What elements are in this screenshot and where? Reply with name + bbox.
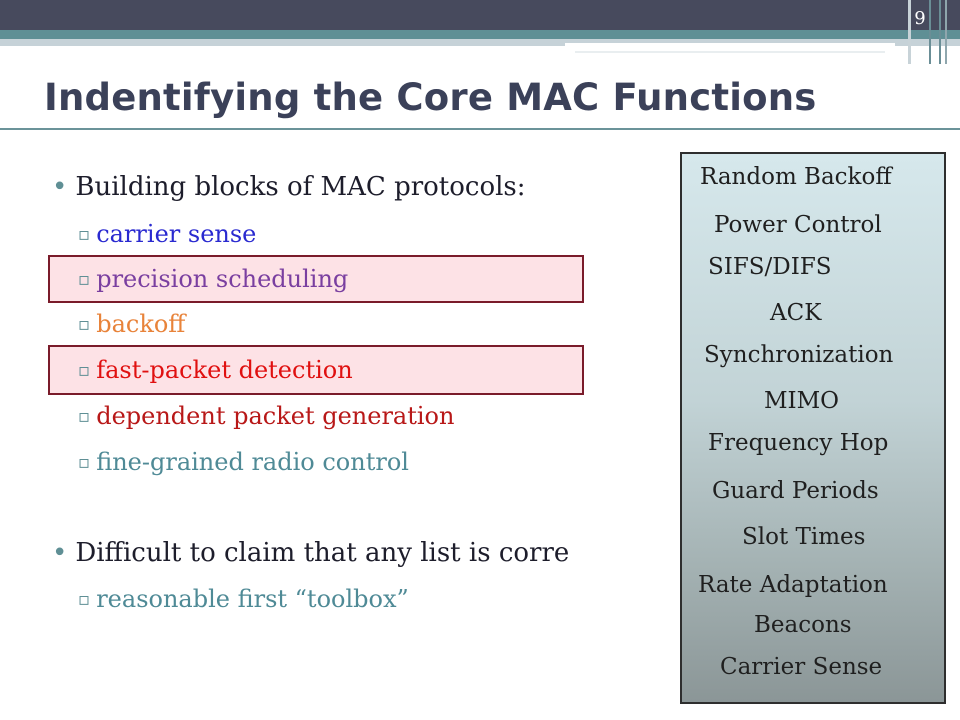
- header-vertical-line: [939, 0, 941, 64]
- panel-item-synchronization: Synchronization: [704, 342, 894, 368]
- sub-item-reasonable-first-toolbox: ▫reasonable first “toolbox”: [78, 585, 409, 613]
- bullet-item: •Difficult to claim that any list is cor…: [52, 538, 569, 568]
- sub-bullet-mark: ▫: [78, 452, 91, 473]
- sub-bullet-mark: ▫: [78, 589, 91, 610]
- panel-item-ack: ACK: [770, 300, 822, 326]
- sub-item-fine-grained-radio-control: ▫fine-grained radio control: [78, 448, 409, 476]
- sub-item-text: fast-packet detection: [96, 356, 353, 384]
- sub-bullet-mark: ▫: [78, 269, 91, 290]
- header-vertical-line: [929, 0, 931, 64]
- highlight-box-fast-packet-detection: [48, 345, 584, 395]
- panel-item-guard-periods: Guard Periods: [712, 478, 879, 504]
- sub-item-text: dependent packet generation: [96, 402, 455, 430]
- bullet-dot: •: [52, 172, 68, 202]
- sub-bullet-mark: ▫: [78, 406, 91, 427]
- bullet-item: •Building blocks of MAC protocols:: [52, 172, 526, 202]
- slide-title: Indentifying the Core MAC Functions: [44, 76, 817, 119]
- side-panel-function-list: Random Backoff Power Control SIFS/DIFS A…: [680, 152, 946, 704]
- sub-item-text: reasonable first “toolbox”: [96, 585, 409, 613]
- panel-item-beacons: Beacons: [754, 612, 852, 638]
- sub-item-fast-packet-detection: ▫fast-packet detection: [78, 356, 353, 384]
- sub-bullet-mark: ▫: [78, 224, 91, 245]
- sub-item-dependent-packet-generation: ▫dependent packet generation: [78, 402, 454, 430]
- sub-item-precision-scheduling: ▫precision scheduling: [78, 265, 348, 293]
- panel-item-mimo: MIMO: [764, 388, 840, 414]
- bullet-text: Difficult to claim that any list is corr…: [75, 538, 570, 568]
- header-band-teal: [0, 30, 960, 39]
- header-band-light: [0, 39, 960, 46]
- header-vertical-line: [908, 0, 911, 64]
- bullet-text: Building blocks of MAC protocols:: [75, 172, 526, 202]
- panel-item-power-control: Power Control: [714, 212, 882, 238]
- sub-item-text: precision scheduling: [96, 265, 349, 293]
- bullet-dot: •: [52, 538, 68, 568]
- panel-item-frequency-hop: Frequency Hop: [708, 430, 889, 456]
- header-bar: [0, 0, 960, 30]
- header-accent-line: [575, 51, 885, 53]
- title-underline: [0, 128, 960, 130]
- page-number: 9: [914, 8, 926, 29]
- panel-item-rate-adaptation: Rate Adaptation: [698, 572, 888, 598]
- panel-item-random-backoff: Random Backoff: [700, 164, 892, 190]
- sub-item-carrier-sense: ▫carrier sense: [78, 220, 256, 248]
- sub-item-text: fine-grained radio control: [96, 448, 409, 476]
- sub-bullet-mark: ▫: [78, 314, 91, 335]
- highlight-box-precision-scheduling: [48, 255, 584, 303]
- header-vertical-line: [945, 0, 947, 64]
- sub-item-backoff: ▫backoff: [78, 310, 185, 338]
- panel-item-slot-times: Slot Times: [742, 524, 866, 550]
- panel-item-sifs-difs: SIFS/DIFS: [708, 254, 832, 280]
- sub-item-text: carrier sense: [96, 220, 257, 248]
- sub-bullet-mark: ▫: [78, 360, 91, 381]
- panel-item-carrier-sense: Carrier Sense: [720, 654, 883, 680]
- sub-item-text: backoff: [96, 310, 186, 338]
- header-accent-strip: [565, 43, 895, 49]
